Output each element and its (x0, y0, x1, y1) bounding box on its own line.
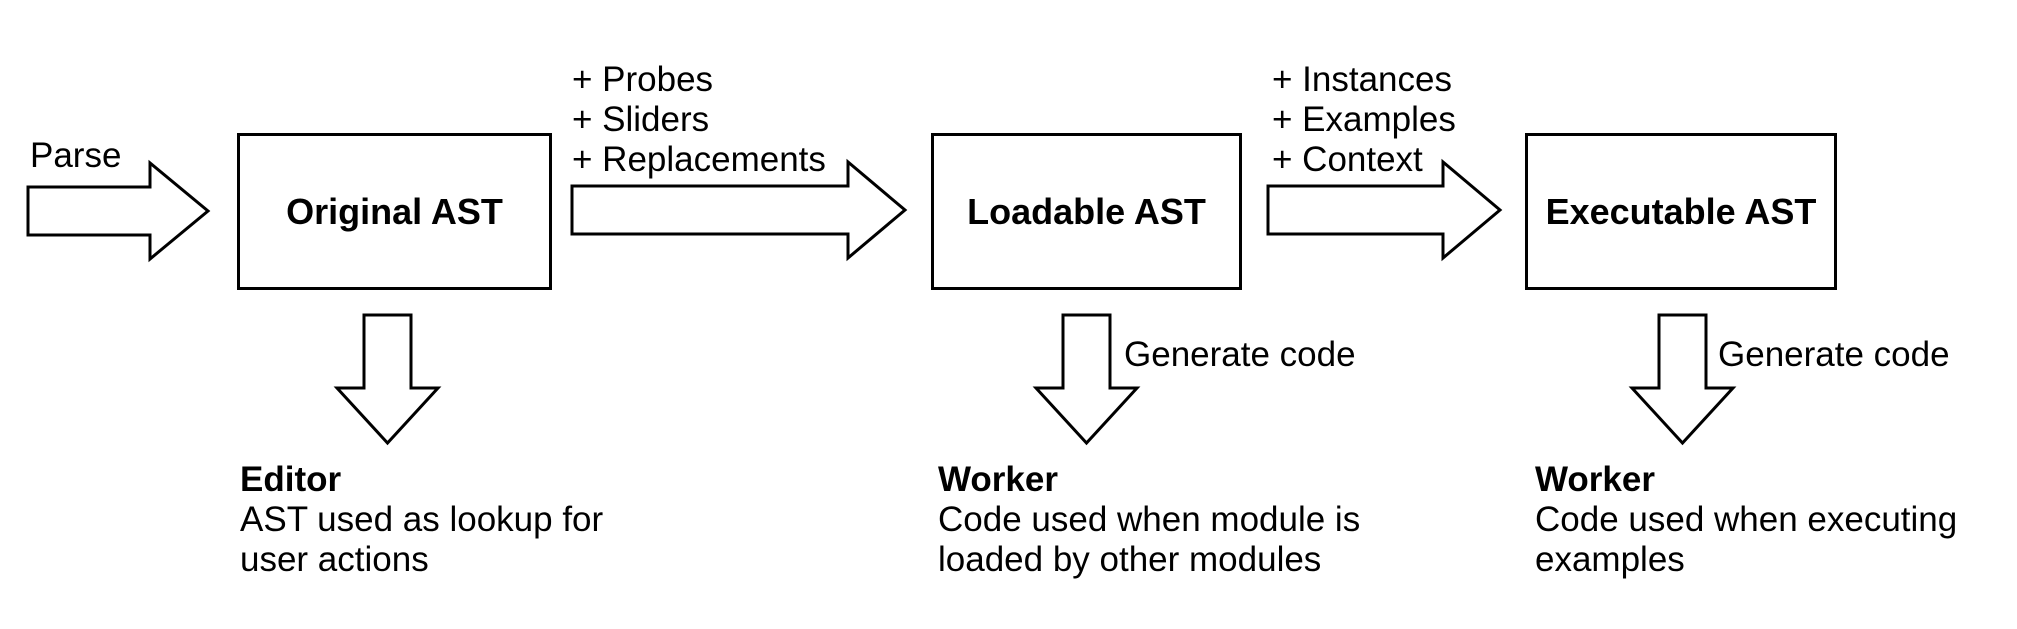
annotation-line: + Probes (572, 60, 714, 99)
box-label: Loadable AST (967, 190, 1206, 232)
output-title: Worker (1535, 460, 1655, 499)
annotation-line: + Instances (1272, 60, 1452, 99)
output-description-line: examples (1535, 540, 1685, 579)
transition-1-annotations: + Probes + Sliders + Replacements (572, 60, 826, 180)
editor-arrow-down-icon (333, 313, 442, 446)
output-worker-executable: Worker Code used when executing examples (1535, 460, 1957, 580)
output-editor: Editor AST used as lookup for user actio… (240, 460, 603, 580)
box-label: Original AST (286, 190, 503, 232)
parse-arrow-right-icon (26, 159, 211, 263)
worker-loadable-arrow-down-icon (1032, 313, 1141, 446)
annotation-line: + Replacements (572, 140, 826, 179)
box-loadable-ast: Loadable AST (931, 133, 1242, 290)
output-description-line: Code used when executing (1535, 500, 1958, 539)
output-description-line: Code used when module is (938, 500, 1361, 539)
generate-code-label-2: Generate code (1718, 335, 1950, 374)
box-original-ast: Original AST (237, 133, 552, 290)
annotation-line: + Context (1272, 140, 1423, 179)
parse-label: Parse (30, 136, 122, 175)
output-title: Worker (938, 460, 1058, 499)
output-description-line: user actions (240, 540, 429, 579)
box-label: Executable AST (1545, 190, 1817, 232)
worker-executable-arrow-down-icon (1628, 313, 1737, 446)
output-title: Editor (240, 460, 342, 499)
output-description-line: AST used as lookup for (240, 500, 604, 539)
generate-code-label-1: Generate code (1124, 335, 1356, 374)
transition-1-arrow-right-icon (570, 158, 908, 262)
transition-2-annotations: + Instances + Examples + Context (1272, 60, 1456, 180)
output-description-line: loaded by other modules (938, 540, 1322, 579)
annotation-line: + Examples (1272, 100, 1456, 139)
transition-2-arrow-right-icon (1266, 158, 1503, 262)
output-worker-loadable: Worker Code used when module is loaded b… (938, 460, 1360, 580)
annotation-line: + Sliders (572, 100, 710, 139)
box-executable-ast: Executable AST (1525, 133, 1837, 290)
